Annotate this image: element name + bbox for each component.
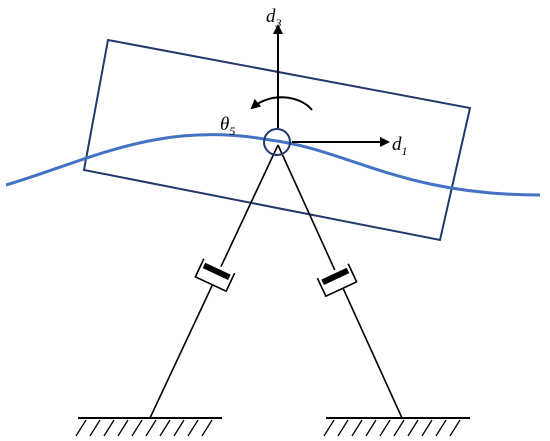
ground-hatch-mark bbox=[201, 419, 213, 437]
ground-hatch-mark bbox=[159, 419, 171, 437]
ground-hatch-mark bbox=[75, 419, 87, 437]
ground-hatch-mark bbox=[421, 419, 433, 437]
ground-hatch-mark bbox=[351, 419, 363, 437]
ground-hatch-mark bbox=[393, 419, 405, 437]
ground-hatch-mark bbox=[187, 419, 199, 437]
pivot-joint bbox=[263, 128, 291, 156]
ground-hatch-mark bbox=[89, 419, 101, 437]
ground-hatch-mark bbox=[131, 419, 143, 437]
right-damper bbox=[316, 263, 358, 298]
left-ground-support bbox=[75, 417, 222, 437]
ground-hatch-mark bbox=[407, 419, 419, 437]
theta5-rotation-arrow bbox=[250, 96, 313, 111]
ground-hatch-mark bbox=[323, 419, 335, 437]
ground-hatch-mark bbox=[337, 419, 349, 437]
ground-hatch-mark bbox=[103, 419, 115, 437]
platform-rectangle bbox=[82, 38, 472, 242]
ground-hatch-mark bbox=[365, 419, 377, 437]
ground-hatch-mark bbox=[379, 419, 391, 437]
ground-hatch-mark bbox=[173, 419, 185, 437]
theta5-label: θ5 bbox=[220, 114, 235, 138]
wave-curve bbox=[5, 133, 541, 197]
right-ground-support bbox=[323, 417, 470, 437]
ground-hatch-mark bbox=[435, 419, 447, 437]
left-damper bbox=[194, 258, 236, 293]
d3-label: d3 bbox=[266, 6, 282, 30]
ground-hatch-mark bbox=[145, 419, 157, 437]
d1-label: d1 bbox=[392, 134, 408, 158]
ground-hatch-mark bbox=[117, 419, 129, 437]
ground-hatch-mark bbox=[449, 419, 461, 437]
